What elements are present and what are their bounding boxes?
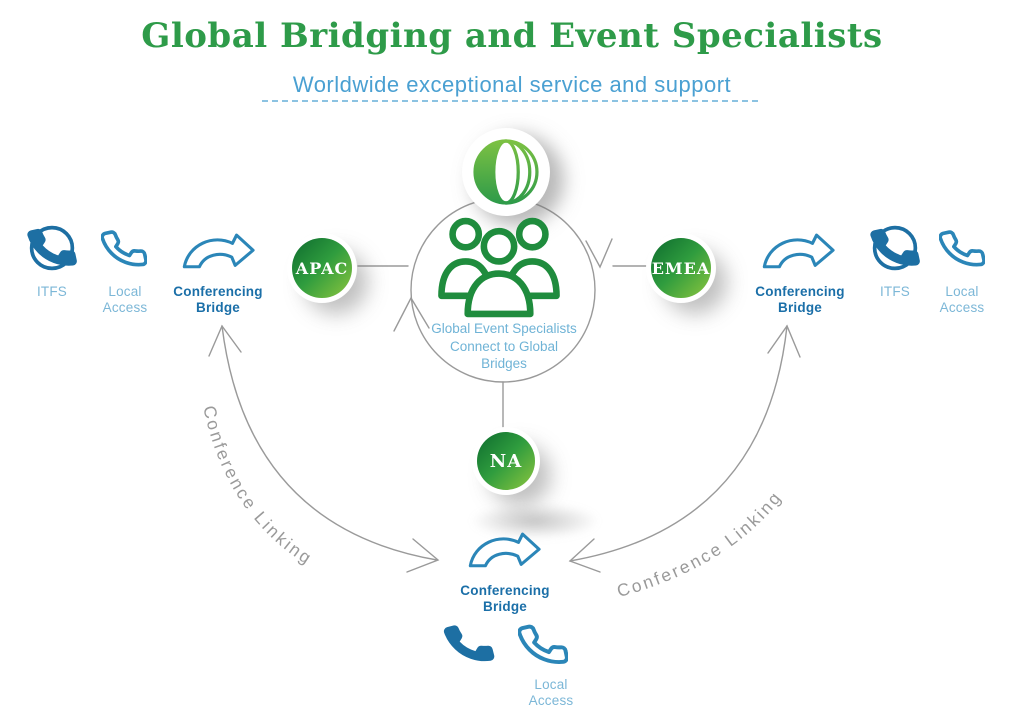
- conferencing-bridge-label-left: Conferencing Bridge: [173, 284, 263, 316]
- conference-linking-arc-right: [569, 325, 788, 562]
- hub-arrowhead-left: [393, 296, 430, 332]
- arc-right-bottom-arrowhead: [568, 538, 601, 573]
- page-subtitle: Worldwide exceptional service and suppor…: [292, 72, 732, 97]
- local-access-label-left: Local Access: [102, 284, 148, 316]
- center-caption-line-3: Bridges: [481, 356, 527, 372]
- itfs-phone-globe-icon-right: [870, 225, 920, 271]
- local-access-label-bottom: Local Access: [528, 677, 574, 709]
- local-access-phone-icon-left: [101, 230, 147, 267]
- conferencing-bridge-label-bottom: Conferencing Bridge: [460, 583, 550, 615]
- region-label-emea: EMEA: [651, 258, 711, 278]
- itfs-phone-globe-icon: [27, 225, 77, 271]
- dashed-divider: [262, 100, 758, 102]
- itfs-label-right: ITFS: [879, 284, 911, 299]
- svg-text:Conference Linking: Conference Linking: [199, 404, 317, 569]
- hub-arrowhead-right: [585, 238, 613, 269]
- region-circle-emea: EMEA: [651, 238, 711, 298]
- center-caption-line-1: Global Event Specialists: [431, 321, 577, 336]
- itfs-label-left: ITFS: [36, 284, 68, 299]
- conference-linking-label-left: Conference Linking: [199, 404, 314, 569]
- globe-icon: [473, 139, 539, 205]
- arc-right-top-arrowhead: [767, 324, 801, 358]
- svg-text:Conference Linking: Conference Linking: [615, 487, 786, 601]
- local-access-phone-icon-bottom: [518, 624, 568, 665]
- connector-lines: [208, 197, 801, 573]
- event-specialists-icon: [438, 217, 560, 318]
- conferencing-bridge-icon-bottom: [468, 532, 541, 568]
- center-caption-line-2: Connect to Global: [449, 338, 559, 354]
- conferencing-bridge-label-right: Conferencing Bridge: [755, 284, 845, 316]
- region-circle-na: NA: [477, 432, 535, 490]
- na-cast-shadow: [470, 503, 600, 539]
- globe-badge: [462, 128, 550, 216]
- arc-left-top-arrowhead: [208, 324, 242, 357]
- center-caption: Global Event Specialists Connect to Glob…: [418, 320, 590, 373]
- arc-left-bottom-arrowhead: [406, 538, 440, 573]
- region-label-na: NA: [489, 450, 523, 472]
- phone-filled-icon-bottom: [443, 625, 495, 662]
- page-title: Global Bridging and Event Specialists: [141, 16, 883, 56]
- conferencing-bridge-icon-left: [182, 233, 255, 269]
- region-circle-apac: APAC: [292, 238, 352, 298]
- conferencing-bridge-icon-right: [762, 233, 835, 269]
- region-label-apac: APAC: [295, 258, 349, 278]
- conference-linking-label-right: Conference Linking: [615, 487, 784, 601]
- conference-linking-arc-left: [221, 325, 438, 561]
- local-access-label-right: Local Access: [939, 284, 985, 316]
- local-access-phone-icon-right: [939, 230, 985, 267]
